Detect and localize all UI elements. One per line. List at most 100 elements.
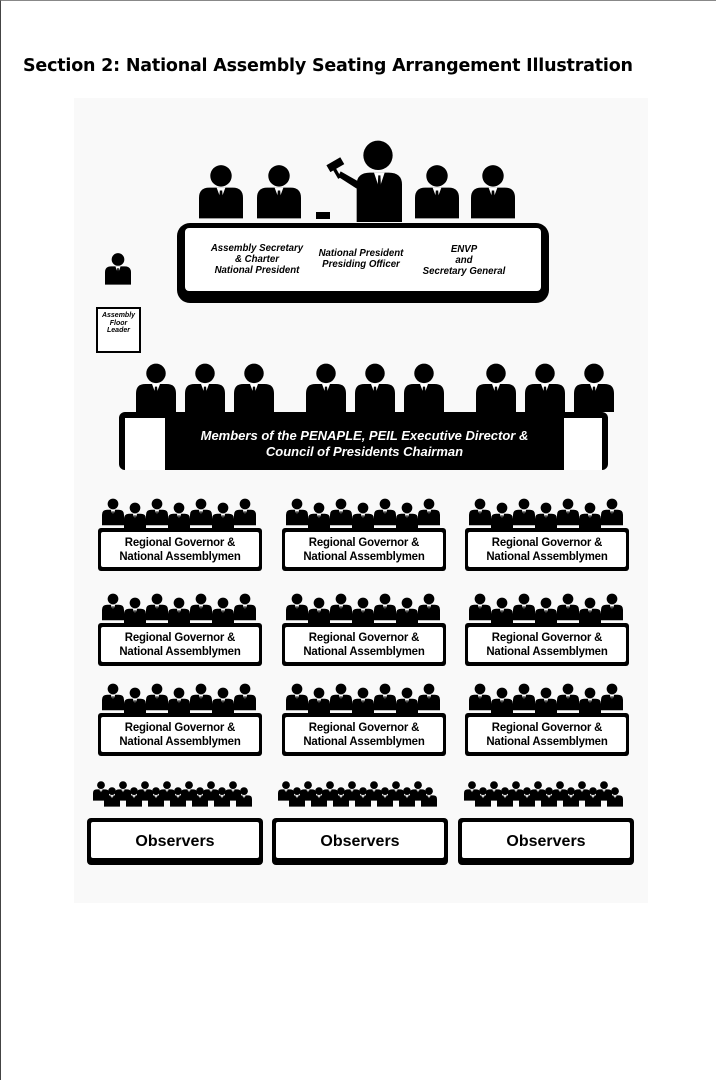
presiding-officer-with-gavel [326,140,402,222]
regional-assemblyman-figure [579,687,601,715]
regional-assemblyman-figure [601,498,623,526]
regional-assemblyman-figure [212,597,234,625]
regional-group-label: Regional Governor & National Assemblymen [119,535,241,564]
regional-assemblyman-figure [308,687,330,715]
regional-assemblyman-figure [330,498,352,526]
member-figure [234,363,274,412]
presidium-right-label: ENVP and Secretary General [422,243,506,278]
presidium-center-label: National President Presiding Officer [318,247,404,271]
regional-assemblyman-figure [330,683,352,711]
regional-assemblyman-figure [601,683,623,711]
regional-assemblyman-figure [102,498,124,526]
regional-assemblyman-figure [396,687,418,715]
regional-assemblyman-figure [374,593,396,621]
regional-assemblyman-figure [396,597,418,625]
regional-assemblyman-figure [308,597,330,625]
regional-assemblyman-figure [190,683,212,711]
regional-assemblyman-figure [557,683,579,711]
regional-assemblyman-figure [535,502,557,530]
regional-assemblyman-figure [469,498,491,526]
regional-group-label: Regional Governor & National Assemblymen [486,535,608,564]
presidium-official-4 [471,165,515,219]
member-figure [355,363,395,412]
regional-assemblyman-figure [418,498,440,526]
regional-assemblyman-figure [234,593,256,621]
regional-assemblyman-figure [513,683,535,711]
regional-assemblyman-figure [469,683,491,711]
regional-assemblyman-figure [124,687,146,715]
seating-artwork [87,140,634,865]
member-figure [185,363,225,412]
regional-assemblyman-figure [168,597,190,625]
regional-assemblyman-figure [146,593,168,621]
floor-leader-figure [105,253,131,285]
regional-group-label: Regional Governor & National Assemblymen [486,630,608,659]
regional-assemblyman-figure [234,683,256,711]
regional-assemblyman-figure [513,593,535,621]
floor-leader-group [96,253,141,353]
regional-group-label: Regional Governor & National Assemblymen [119,630,241,659]
member-figure [574,363,614,412]
regional-assemblyman-figure [579,502,601,530]
presidium-official-1 [199,165,243,219]
regional-assemblyman-figure [374,683,396,711]
observers-label: Observers [320,833,400,850]
presidium-official-2 [257,165,301,219]
regional-assemblyman-figure [102,593,124,621]
presidium-left-label: Assembly Secretary & Charter National Pr… [210,242,304,277]
gavel-block [316,212,330,219]
regional-assemblyman-figure [352,597,374,625]
regional-assemblyman-figure [212,502,234,530]
regional-benches [98,528,629,756]
regional-group-label: Regional Governor & National Assemblymen [303,630,425,659]
regional-group-label: Regional Governor & National Assemblymen [303,535,425,564]
regional-assemblyman-figure [286,683,308,711]
member-figure [525,363,565,412]
regional-assemblyman-figure [234,498,256,526]
regional-assemblyman-figure [601,593,623,621]
regional-assemblyman-figure [418,683,440,711]
regional-assemblyman-figure [418,593,440,621]
regional-assemblyman-figure [168,687,190,715]
members-group [119,363,614,470]
regional-assemblyman-figure [396,502,418,530]
regional-group-label: Regional Governor & National Assemblymen [119,720,241,749]
regional-assemblyman-figure [330,593,352,621]
regional-assemblyman-figure [535,597,557,625]
regional-assemblyman-figure [557,593,579,621]
member-figure [404,363,444,412]
regional-assemblyman-figure [146,683,168,711]
observer-benches [87,818,634,865]
regional-assemblyman-figure [286,498,308,526]
floor-leader-label: Assembly Floor Leader [101,312,136,335]
regional-assemblyman-figure [124,597,146,625]
member-figure [136,363,176,412]
regional-assemblyman-figure [352,687,374,715]
observers-label: Observers [506,833,586,850]
observer-figures [93,781,623,807]
member-figure [306,363,346,412]
regional-group-label: Regional Governor & National Assemblymen [303,720,425,749]
regional-assemblyman-figure [513,498,535,526]
regional-assemblyman-figure [212,687,234,715]
regional-assemblyman-figure [102,683,124,711]
regional-assemblyman-figure [352,502,374,530]
regional-assemblyman-figure [557,498,579,526]
regional-assemblyman-figure [491,597,513,625]
regional-assemblyman-figure [491,502,513,530]
regional-assemblyman-figure [124,502,146,530]
members-label: Members of the PENAPLE, PEIL Executive D… [200,428,529,460]
regional-assemblyman-figure [286,593,308,621]
regional-group-label: Regional Governor & National Assemblymen [486,720,608,749]
members-figures [136,363,614,412]
member-figure [476,363,516,412]
regional-assemblyman-figure [190,593,212,621]
regional-assemblyman-figure [190,498,212,526]
presidium-official-3 [415,165,459,219]
regional-assemblyman-figure [374,498,396,526]
regional-assemblyman-figure [491,687,513,715]
regional-assemblyman-figure [535,687,557,715]
seating-diagram: Assembly Secretary & Charter National Pr… [74,98,648,903]
regional-assemblyman-figure [168,502,190,530]
